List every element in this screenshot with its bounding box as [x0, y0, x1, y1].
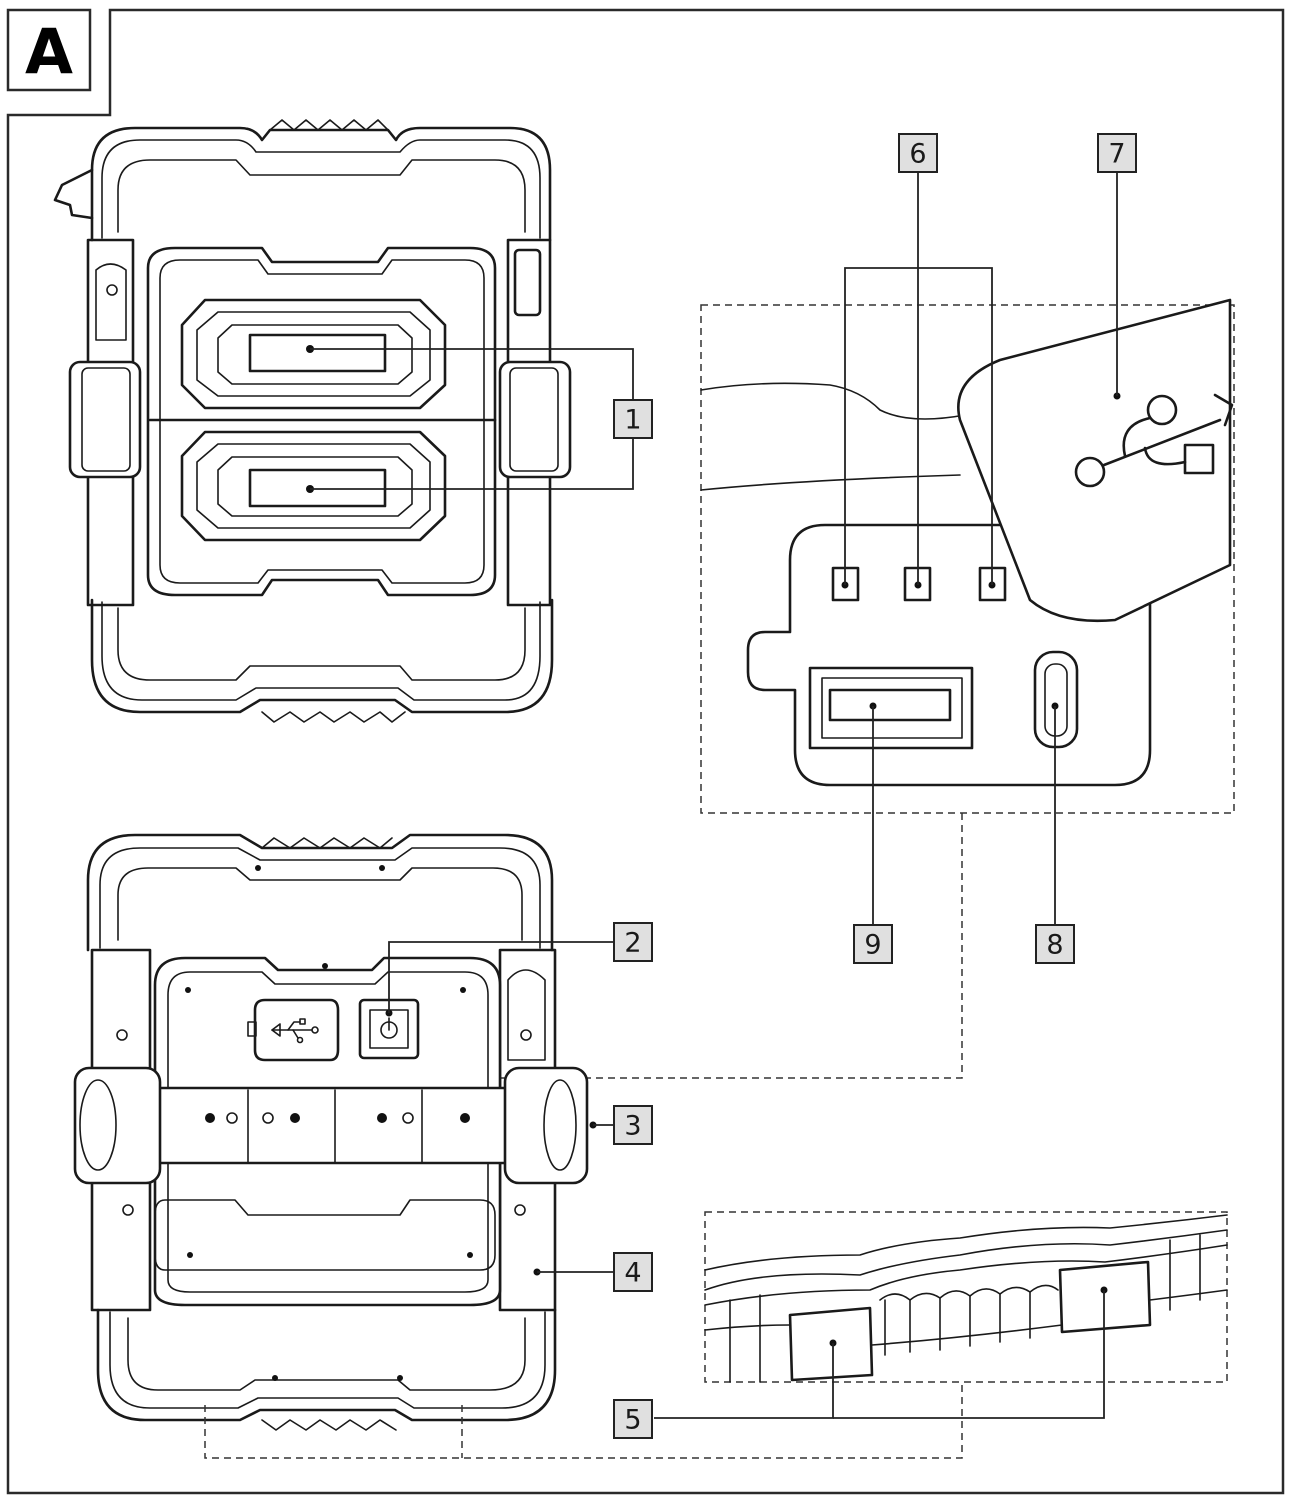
lamp-rear-view — [73, 833, 963, 1459]
svg-text:3: 3 — [624, 1111, 641, 1142]
label-8: 8 — [1035, 924, 1075, 964]
label-2: 2 — [613, 922, 653, 962]
svg-text:9: 9 — [864, 930, 881, 961]
label-4: 4 — [613, 1252, 653, 1292]
grip-detail — [654, 1211, 1228, 1419]
svg-text:6: 6 — [909, 139, 926, 170]
figure-frame — [6, 8, 1285, 1495]
label-1: 1 — [613, 399, 653, 439]
panel-letter: A — [25, 16, 73, 89]
usb-port-detail — [296, 172, 1235, 1079]
svg-text:7: 7 — [1108, 139, 1125, 170]
svg-text:5: 5 — [624, 1405, 641, 1436]
svg-text:2: 2 — [624, 928, 641, 959]
part-labels: 1 2 3 4 5 6 7 8 — [613, 133, 1137, 1439]
lamp-front-view — [53, 119, 634, 723]
svg-text:8: 8 — [1046, 930, 1063, 961]
label-7: 7 — [1097, 133, 1137, 173]
svg-text:4: 4 — [624, 1258, 641, 1289]
svg-text:1: 1 — [624, 405, 641, 436]
panel-letter-box — [6, 8, 92, 92]
label-3: 3 — [613, 1105, 653, 1145]
label-9: 9 — [853, 924, 893, 964]
usb-icon-small — [271, 1018, 319, 1044]
usb-icon — [1074, 393, 1234, 488]
label-6: 6 — [898, 133, 938, 173]
label-5: 5 — [613, 1399, 653, 1439]
